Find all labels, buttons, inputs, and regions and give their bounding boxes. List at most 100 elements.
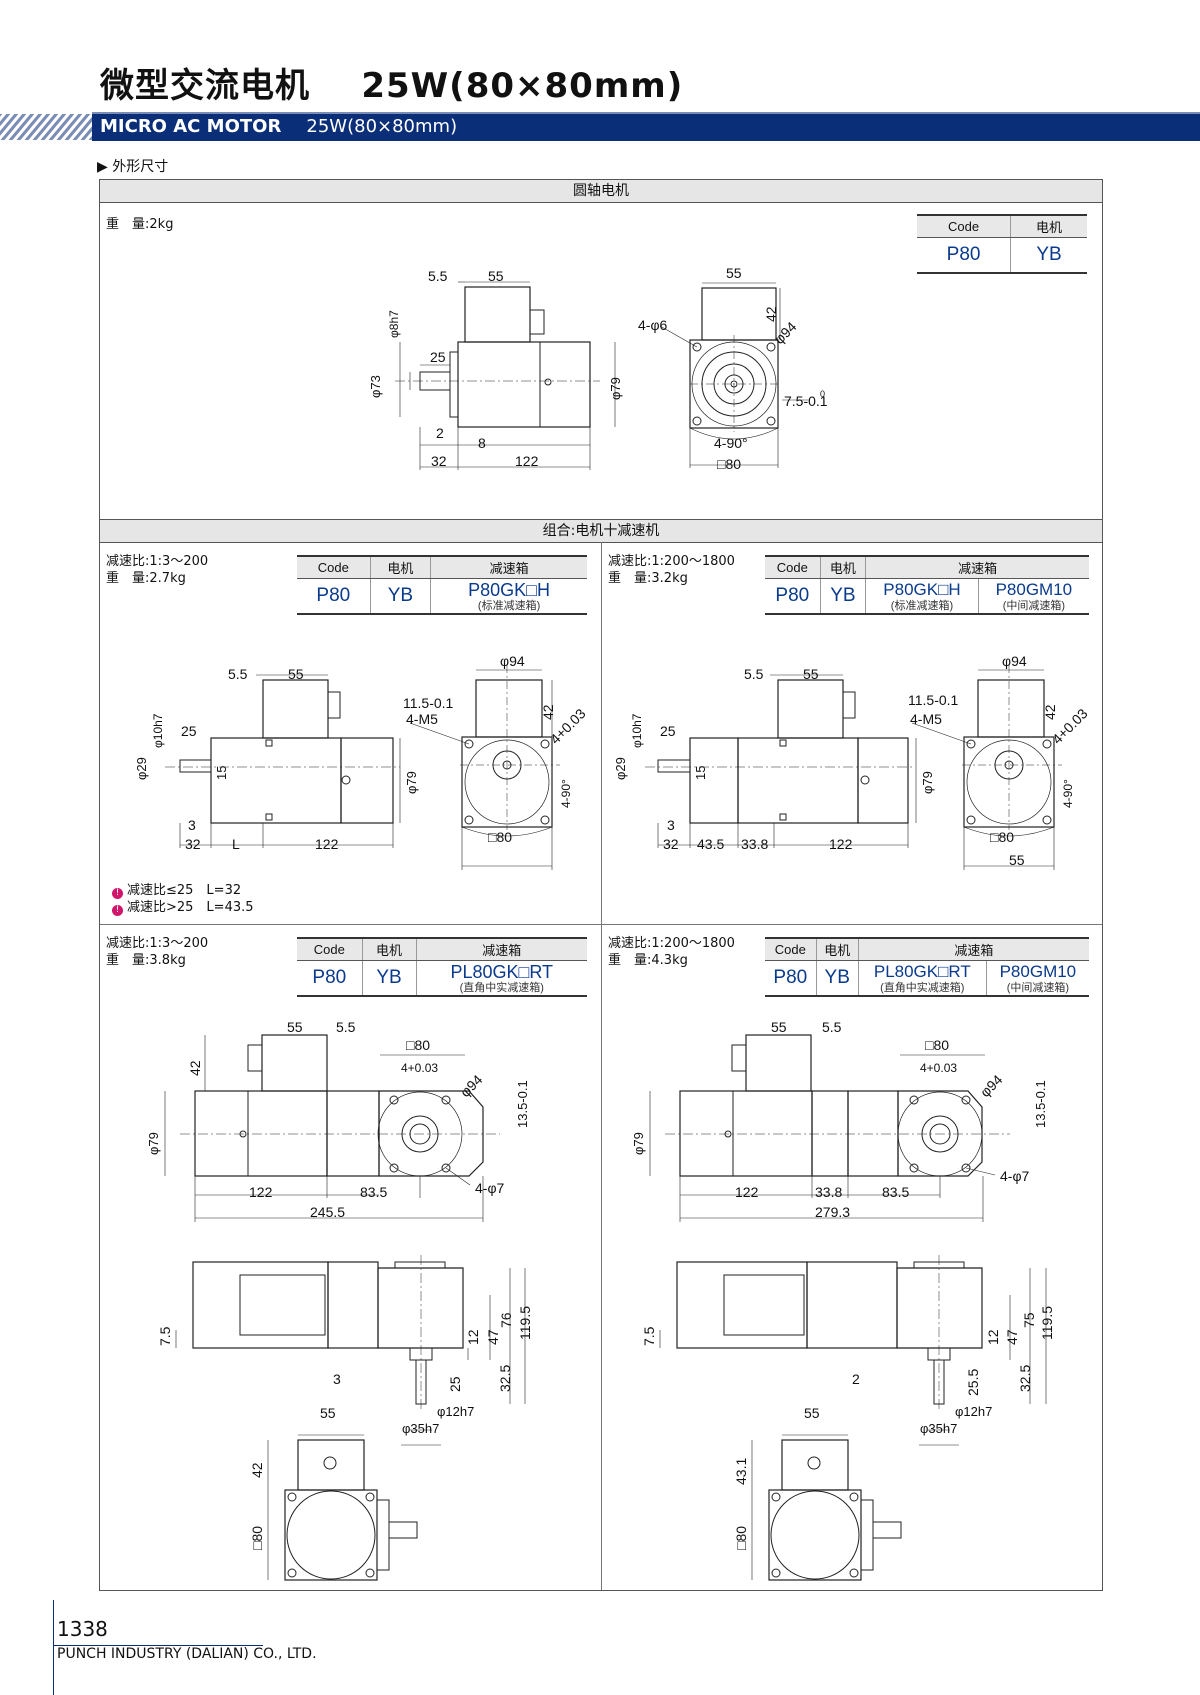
dim: 2 [436,425,444,441]
dim: 32 [431,453,447,469]
dim: 25 [660,723,676,739]
dim: 75 [1021,1312,1037,1328]
s3l-top-view [164,1034,500,1222]
title-bar [92,114,1200,141]
dim: 4-90° [714,435,748,451]
spec-2l: 减速比:1:3～200 重 量:2.7kg [106,554,209,586]
dim: 279.3 [815,1204,850,1220]
dim: 5.5 [228,666,248,682]
s1-front-view [659,282,810,468]
dim: 15 [693,766,708,780]
dim: □80 [249,1526,265,1550]
s2l-side-view [165,674,401,848]
footer-rule-horizontal [53,1645,263,1646]
title-spec: 25W(80×80mm) [361,66,684,106]
dim: 5.5 [428,268,448,284]
s3r-end-dims: 55 43.1 □80 [733,1405,820,1550]
dim: 7.5 [157,1326,173,1346]
dim: 32.5 [497,1365,513,1392]
spec-2r: 减速比:1:200～1800 重 量:3.2kg [608,554,735,586]
dim: □80 [733,1526,749,1550]
dim: 122 [735,1184,759,1200]
dim: 4-φ6 [638,317,668,333]
dim: 3 [667,817,675,833]
dim: □80 [406,1037,430,1053]
dim: 42 [763,306,779,322]
dim: φ10h7 [630,713,644,748]
s1-front-dims: 55 4-φ6 42 φ94 7.5-0.1 0 4-90° □80 [638,265,828,472]
s2l-front-dims: φ94 11.5-0.1 4-M5 42 4+0.03 4-90° □80 [403,653,589,845]
dim: 55 [803,666,819,682]
dim: φ8h7 [387,310,401,338]
dim: φ35h7 [402,1421,439,1436]
dim: 47 [1004,1329,1020,1345]
dim: φ35h7 [920,1421,957,1436]
dim: φ79 [920,771,935,794]
s2r-side-view [645,674,917,848]
dim: 119.5 [517,1306,533,1340]
dim: 4-90° [1061,779,1075,808]
dim: 33.8 [815,1184,842,1200]
title-bar-stripes [0,112,1200,140]
spec-3r: 减速比:1:200～1800 重 量:4.3kg [608,936,735,968]
dim: □80 [925,1037,949,1053]
dim: 12 [985,1329,1001,1345]
dim: 11.5-0.1 [403,695,454,711]
dim: 42 [249,1462,265,1478]
dim: φ29 [134,757,149,780]
dim: φ79 [608,377,623,400]
dim: 12 [465,1329,481,1345]
dim: 122 [249,1184,273,1200]
dim: 15 [214,766,229,780]
column-divider [601,542,602,1590]
dim: φ79 [631,1132,646,1155]
dim: 55 [288,666,304,682]
dim: 11.5-0.1 [908,692,959,708]
dim: φ73 [368,375,383,398]
dim: 55 [726,265,742,281]
dim: 119.5 [1039,1306,1055,1340]
dim: 55 [320,1405,336,1421]
s3l-end-dims: 55 42 □80 [249,1405,336,1550]
dim: 122 [829,836,853,852]
footer-rule-vertical [53,1600,54,1695]
dim: 245.5 [310,1204,345,1220]
dim: 32 [185,836,201,852]
dim: 25 [181,723,197,739]
dim: □80 [717,456,741,472]
row-divider [100,924,1102,925]
s2l-side-dims: 5.5 55 φ10h7 25 φ29 15 3 32 L 122 φ79 [134,666,419,852]
dim: □80 [488,829,512,845]
dim: 3 [333,1371,341,1387]
dim: 55 [771,1019,787,1035]
dim: φ10h7 [151,713,165,748]
s2l-front-view [409,665,560,870]
dim: 4+0.03 [401,1061,438,1075]
s2r-front-dims: φ94 11.5-0.1 4-M5 42 4+0.03 4-90° □80 55 [908,653,1091,868]
s3r-top-dims: 55 5.5 □80 4+0.03 φ94 13.5-0.1 φ79 4-φ7 … [631,1019,1048,1220]
note-ratio-1: !减速比≤25 L=32 [112,879,241,899]
dim: 122 [515,453,539,469]
page-number: 1338 [57,1617,108,1641]
band-round-shaft: 圆轴电机 [100,180,1102,203]
dim: 43.5 [697,836,724,852]
dim: 47 [485,1329,501,1345]
dim: 32 [663,836,679,852]
dim: 4-M5 [406,711,438,727]
title-cn: 微型交流电机 [100,66,310,106]
dim: 13.5-0.1 [1033,1080,1048,1128]
weight-1: 重 量:2kg [106,217,174,232]
section-label: ▶ 外形尺寸 [97,159,169,175]
dim: 2 [852,1371,860,1387]
dim: 7.5-0.1 [784,393,828,409]
dim: L [232,836,240,852]
dim: 83.5 [882,1184,909,1200]
dim: 5.5 [822,1019,842,1035]
s3l-side-dims: 7.5 12 47 76 119.5 3 25 32.5 φ12h7 φ35h7 [157,1306,533,1436]
dim: 3 [188,817,196,833]
s3l-side-view [175,1255,526,1446]
